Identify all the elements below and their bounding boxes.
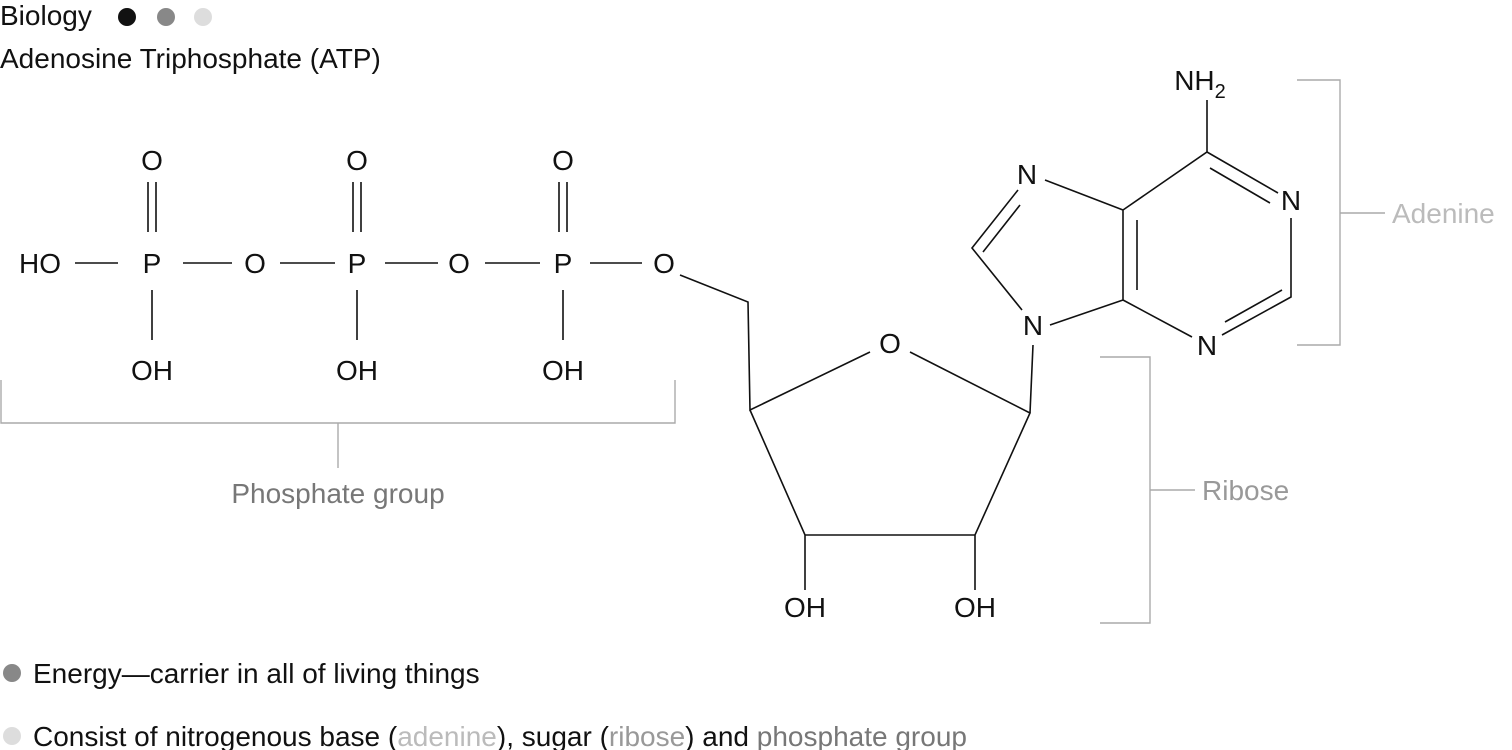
atom-oh3: OH [542,355,584,386]
ribose-ring: O OH OH [679,274,1034,623]
atom-p3: P [554,248,573,279]
bullet-dot-2 [3,727,21,745]
dot-3 [194,8,212,26]
subject-label: Biology [0,0,92,31]
atom-p1: P [143,248,162,279]
atom-n3: N [1197,330,1217,361]
bullet-composition: Consist of nitrogenous base (adenine), s… [33,721,967,750]
page-title: Adenosine Triphosphate (ATP) [0,43,381,74]
atom-oh2: OH [336,355,378,386]
ribose-label: Ribose [1202,475,1289,506]
adenine-bracket [1297,79,1385,346]
atom-p2: P [348,248,367,279]
atom-o1: O [244,248,266,279]
bullet-energy-carrier: Energy—carrier in all of living things [33,658,480,689]
atom-oh-c2: OH [954,592,996,623]
atom-oh1: OH [131,355,173,386]
atom-o-top1: O [141,145,163,176]
atom-oh-c3: OH [784,592,826,623]
adenine-ring: N N N N NH2 [970,65,1301,361]
adenine-label: Adenine [1392,198,1495,229]
atom-nh2: NH2 [1174,65,1226,103]
atom-o2: O [448,248,470,279]
atom-n7: N [1017,159,1037,190]
atom-o-top3: O [552,145,574,176]
atom-o3: O [653,248,675,279]
phosphate-chain: HO P O P O P O O O O OH OH OH [19,145,675,386]
bullet-dot-1 [3,664,21,682]
phosphate-group-label: Phosphate group [231,478,444,509]
atom-o-top2: O [346,145,368,176]
dot-2 [157,8,175,26]
atom-n1: N [1281,185,1301,216]
atom-ho: HO [19,248,61,279]
phosphate-bracket [0,380,676,468]
atom-ring-o: O [879,328,901,359]
ribose-bracket [1100,356,1195,624]
atom-n9: N [1023,310,1043,341]
dot-1 [118,8,136,26]
